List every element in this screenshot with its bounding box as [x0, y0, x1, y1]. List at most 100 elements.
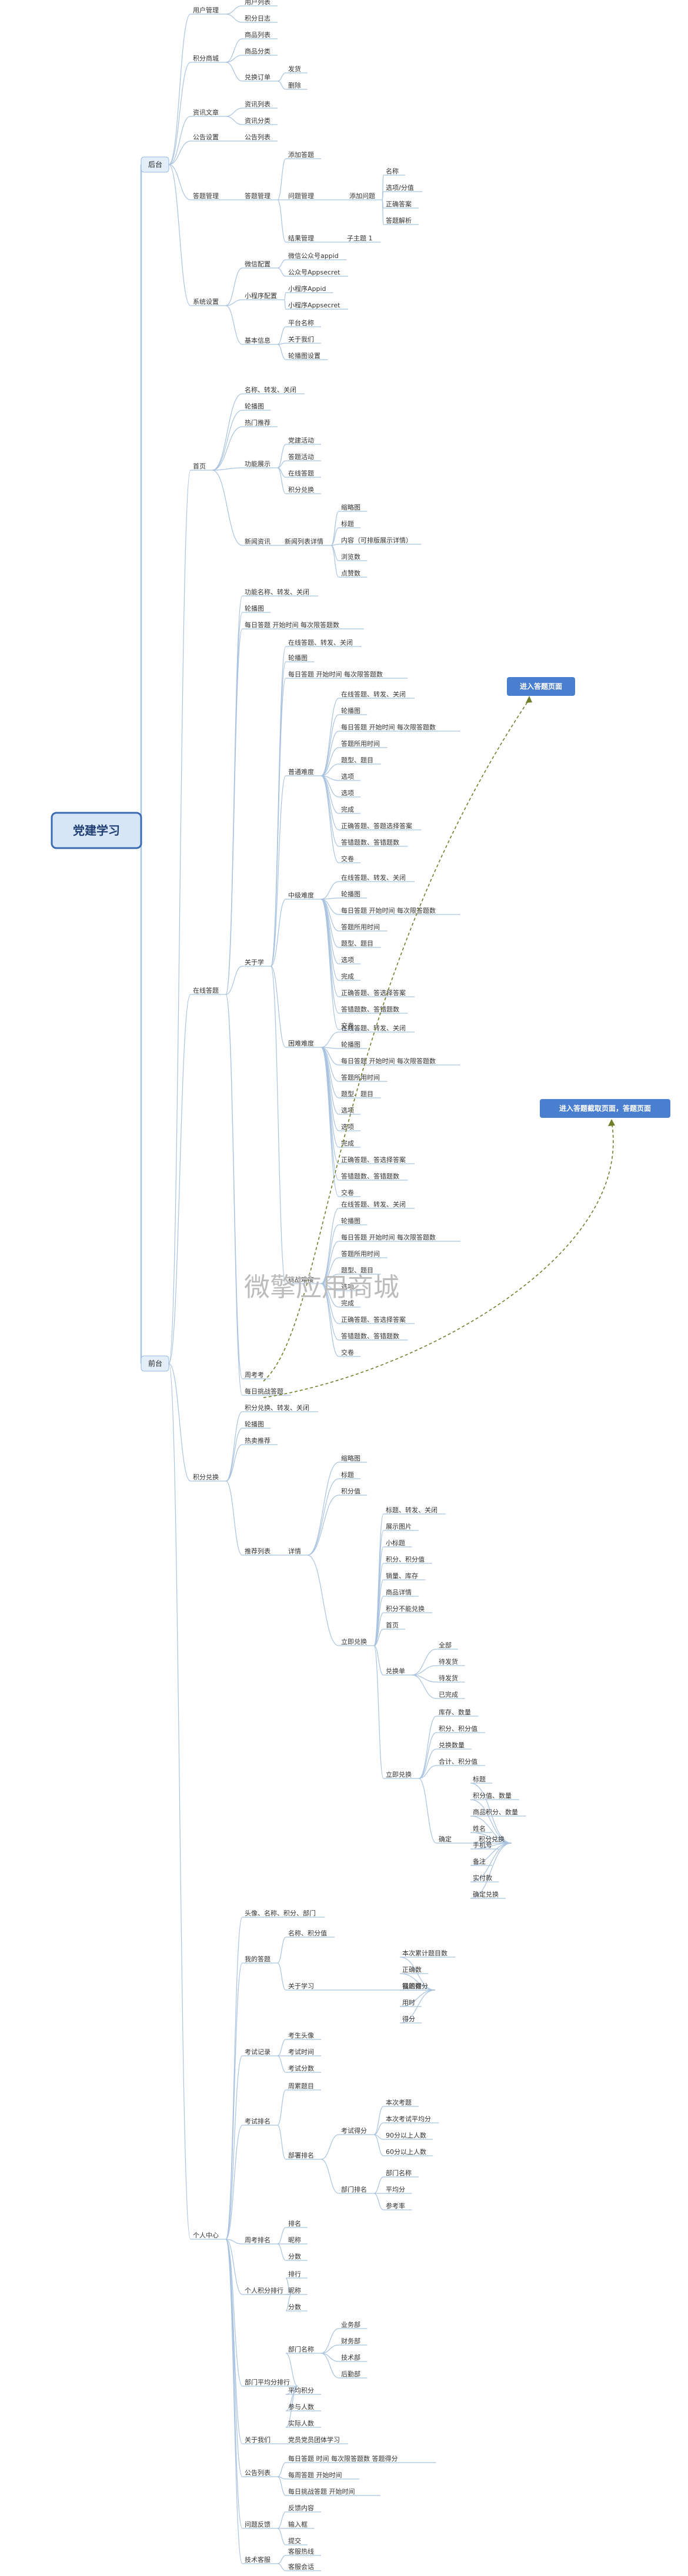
node-a41[interactable]: 在线答题、转发、关闭	[286, 638, 362, 647]
node-u[interactable]: 用户管理	[191, 6, 226, 15]
node-q1[interactable]: 答题管理	[242, 192, 278, 200]
node-x11[interactable]: 微信公众号appid	[286, 252, 347, 260]
node-q1214[interactable]: 答题解析	[383, 216, 419, 225]
node-x32[interactable]: 关于我们	[286, 335, 321, 344]
node-e414a5[interactable]: 确定	[436, 1835, 458, 1844]
node-e4145[interactable]: 销量、库存	[383, 1572, 426, 1580]
node-c22[interactable]: 关于学习	[286, 1982, 321, 1991]
node-e1[interactable]: 积分兑换、转发、关闭	[242, 1403, 318, 1412]
node-e41491[interactable]: 全部	[436, 1641, 458, 1650]
node-e4142[interactable]: 展示图片	[383, 1523, 419, 1531]
node-a464[interactable]: 答题所用时间	[339, 1073, 388, 1082]
node-z[interactable]: 资讯文章	[191, 108, 226, 117]
node-a45[interactable]: 中级难度	[286, 891, 321, 900]
node-e414a2[interactable]: 积分、积分值	[436, 1725, 485, 1733]
node-h511[interactable]: 缩略图	[339, 503, 368, 512]
node-a474[interactable]: 答题所用时间	[339, 1250, 388, 1258]
node-c102[interactable]: 输入框	[286, 2520, 315, 2529]
node-e41494[interactable]: 已完成	[436, 1690, 465, 1699]
node-c4213[interactable]: 90分以上人数	[383, 2132, 433, 2140]
node-c11[interactable]: 技术客服	[242, 2555, 278, 2564]
node-e414a511[interactable]: 标题	[470, 1775, 492, 1784]
node-a46b[interactable]: 交卷	[339, 1188, 360, 1197]
node-h43[interactable]: 在线答题	[286, 469, 321, 478]
node-a477[interactable]: 完成	[339, 1299, 360, 1308]
node-c61[interactable]: 排行	[286, 2270, 308, 2279]
node-s2[interactable]: 商品分类	[242, 47, 278, 56]
node-h3[interactable]: 热门推荐	[242, 418, 278, 427]
node-x[interactable]: 系统设置	[191, 298, 226, 306]
node-e4144[interactable]: 积分、积分值	[383, 1556, 432, 1564]
node-x1[interactable]: 微信配置	[242, 260, 278, 269]
node-u1[interactable]: 用户列表	[242, 0, 278, 6]
node-e414a515[interactable]: 手机号	[470, 1841, 499, 1850]
node-c21[interactable]: 名称、积分值	[286, 1929, 335, 1938]
callout-answer-page[interactable]: 进入答题页面	[507, 677, 575, 696]
node-g1[interactable]: 公告列表	[242, 133, 278, 142]
node-e414a514[interactable]: 姓名	[470, 1824, 492, 1833]
node-h1[interactable]: 名称、转发、关闭	[242, 386, 305, 394]
node-e[interactable]: 积分兑换	[191, 1473, 226, 1482]
node-x12[interactable]: 公众号Appsecret	[286, 269, 349, 277]
node-q1212[interactable]: 选项/分值	[383, 184, 423, 192]
node-e414a518[interactable]: 确定兑换	[470, 1890, 506, 1899]
node-c31[interactable]: 考生头像	[286, 2031, 321, 2040]
node-c112[interactable]: 客服会话	[286, 2562, 321, 2571]
node-e41493[interactable]: 待发货	[436, 1674, 465, 1683]
node-h514[interactable]: 浏览数	[339, 552, 368, 561]
node-a454[interactable]: 答题所用时间	[339, 923, 388, 932]
node-a459[interactable]: 答错题数、答错题数	[339, 1005, 408, 1014]
node-a44b[interactable]: 交卷	[339, 855, 360, 863]
node-a453[interactable]: 每日答题 开始时间 每次限答题数	[339, 906, 460, 915]
node-e412[interactable]: 标题	[339, 1470, 360, 1479]
node-c712[interactable]: 财务部	[339, 2337, 368, 2346]
node-e414a517[interactable]: 实付款	[470, 1874, 499, 1882]
node-h513[interactable]: 内容（可排版展示详情）	[339, 536, 422, 545]
node-a463[interactable]: 每日答题 开始时间 每次限答题数	[339, 1057, 460, 1066]
node-e4[interactable]: 推荐列表	[242, 1547, 278, 1556]
node-a451[interactable]: 在线答题、转发、关闭	[339, 873, 415, 882]
node-c71[interactable]: 部门名称	[286, 2345, 321, 2354]
node-a442[interactable]: 轮播图	[339, 706, 368, 715]
node-e41492[interactable]: 待发货	[436, 1657, 465, 1666]
node-a475[interactable]: 题型、题目	[339, 1266, 381, 1275]
node-c62[interactable]: 昵称	[286, 2286, 308, 2295]
node-a46[interactable]: 困难难度	[286, 1039, 321, 1048]
node-c2213[interactable]: 错题数	[400, 1982, 429, 1991]
node-c74[interactable]: 实际人数	[286, 2419, 321, 2428]
node-a457[interactable]: 完成	[339, 972, 360, 981]
node-c2214[interactable]: 用时	[400, 1999, 422, 2007]
node-a45a[interactable]: 交卷	[339, 1021, 360, 1030]
node-s3[interactable]: 兑换订单	[242, 73, 278, 82]
node-s[interactable]: 积分商城	[191, 54, 226, 63]
node-h44[interactable]: 积分兑换	[286, 485, 321, 494]
node-c63[interactable]: 分数	[286, 2303, 308, 2312]
node-a467[interactable]: 选项	[339, 1123, 360, 1131]
node-c4[interactable]: 考试排名	[242, 2117, 278, 2126]
node-c4222[interactable]: 平均分	[383, 2186, 412, 2194]
node-q121[interactable]: 添加问题	[347, 192, 382, 200]
node-e4147[interactable]: 积分不能兑换	[383, 1604, 432, 1613]
node-c103[interactable]: 提交	[286, 2537, 308, 2545]
node-e414a4[interactable]: 合计、积分值	[436, 1757, 485, 1766]
node-h4[interactable]: 功能展示	[242, 460, 278, 468]
node-x21[interactable]: 小程序Appid	[286, 284, 333, 293]
node-c711[interactable]: 业务部	[339, 2320, 368, 2329]
node-a478[interactable]: 正确答题、答选择答案	[339, 1315, 415, 1324]
node-fe[interactable]: 前台	[141, 1355, 169, 1372]
node-e414a3[interactable]: 兑换数量	[436, 1741, 472, 1750]
node-a462[interactable]: 轮播图	[339, 1040, 368, 1049]
node-c714[interactable]: 后勤部	[339, 2370, 368, 2379]
node-a5[interactable]: 周考考	[242, 1371, 271, 1379]
node-h512[interactable]: 标题	[339, 520, 360, 528]
node-h2[interactable]: 轮播图	[242, 402, 271, 411]
node-e4141[interactable]: 标题、转发、关闭	[383, 1506, 446, 1515]
node-a445[interactable]: 题型、题目	[339, 756, 381, 765]
node-s32[interactable]: 删除	[286, 81, 308, 90]
node-c6[interactable]: 个人积分排行	[242, 2286, 291, 2295]
node-c5[interactable]: 周考排名	[242, 2236, 278, 2245]
node-e414a512[interactable]: 积分值、数量	[470, 1792, 519, 1800]
node-q11[interactable]: 添加答题	[286, 150, 321, 159]
node-a4[interactable]: 关于学	[242, 958, 271, 967]
node-a471[interactable]: 在线答题、转发、关闭	[339, 1200, 415, 1209]
